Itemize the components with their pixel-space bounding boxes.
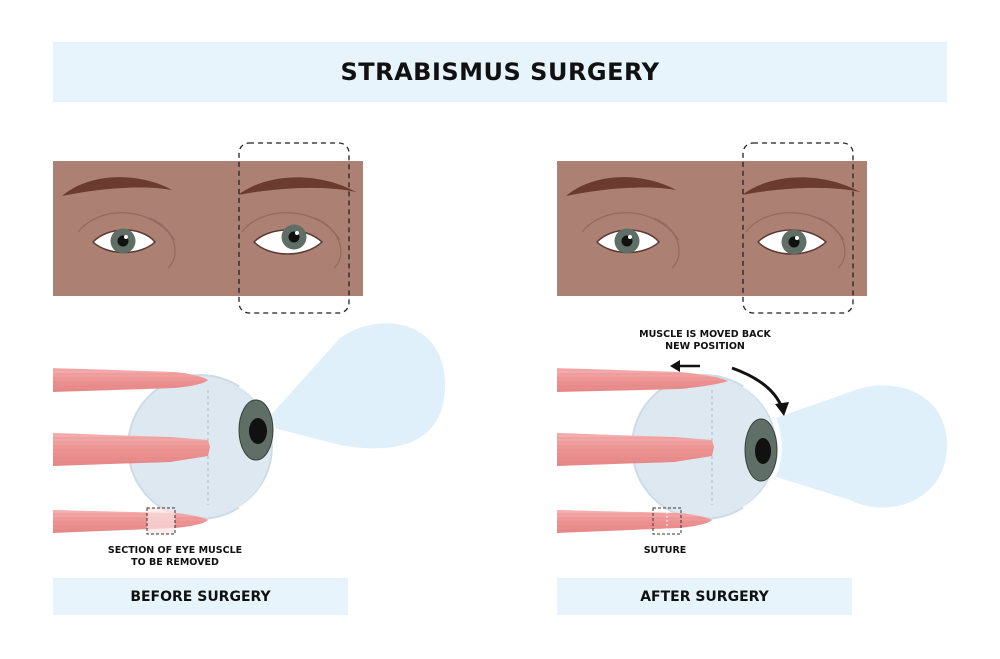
page-title: STRABISMUS SURGERY bbox=[340, 58, 660, 86]
face-before bbox=[53, 161, 363, 296]
after-surgery-label: AFTER SURGERY bbox=[640, 588, 769, 605]
after-panel-drawing bbox=[557, 142, 947, 535]
before-surgery-label: BEFORE SURGERY bbox=[130, 588, 271, 605]
arrow-rotation bbox=[731, 366, 789, 416]
face-after bbox=[557, 161, 867, 296]
muscle-moved-label: MUSCLE IS MOVED BACK NEW POSITION bbox=[639, 329, 771, 352]
title-banner: STRABISMUS SURGERY bbox=[53, 42, 947, 102]
after-surgery-banner: AFTER SURGERY bbox=[557, 578, 852, 615]
eyebrow-left bbox=[62, 177, 172, 196]
highlight-box-after bbox=[742, 142, 854, 314]
arrow-moved-back bbox=[670, 360, 700, 372]
light-cone-after bbox=[770, 385, 947, 508]
eyebrow-right bbox=[742, 177, 860, 195]
suture-box bbox=[652, 507, 682, 535]
suture-label: SUTURE bbox=[643, 545, 687, 556]
removed-section-label: SECTION OF EYE MUSCLE TO BE REMOVED bbox=[107, 545, 243, 568]
muscles-before bbox=[53, 368, 210, 535]
eyebrow-left bbox=[566, 177, 676, 196]
muscles-after bbox=[557, 368, 728, 535]
eyebrow-right bbox=[238, 177, 356, 195]
removed-section-box bbox=[146, 507, 176, 535]
light-cone-before bbox=[262, 323, 445, 449]
before-panel-drawing bbox=[53, 142, 445, 535]
highlight-box-before bbox=[238, 142, 350, 314]
before-surgery-banner: BEFORE SURGERY bbox=[53, 578, 348, 615]
